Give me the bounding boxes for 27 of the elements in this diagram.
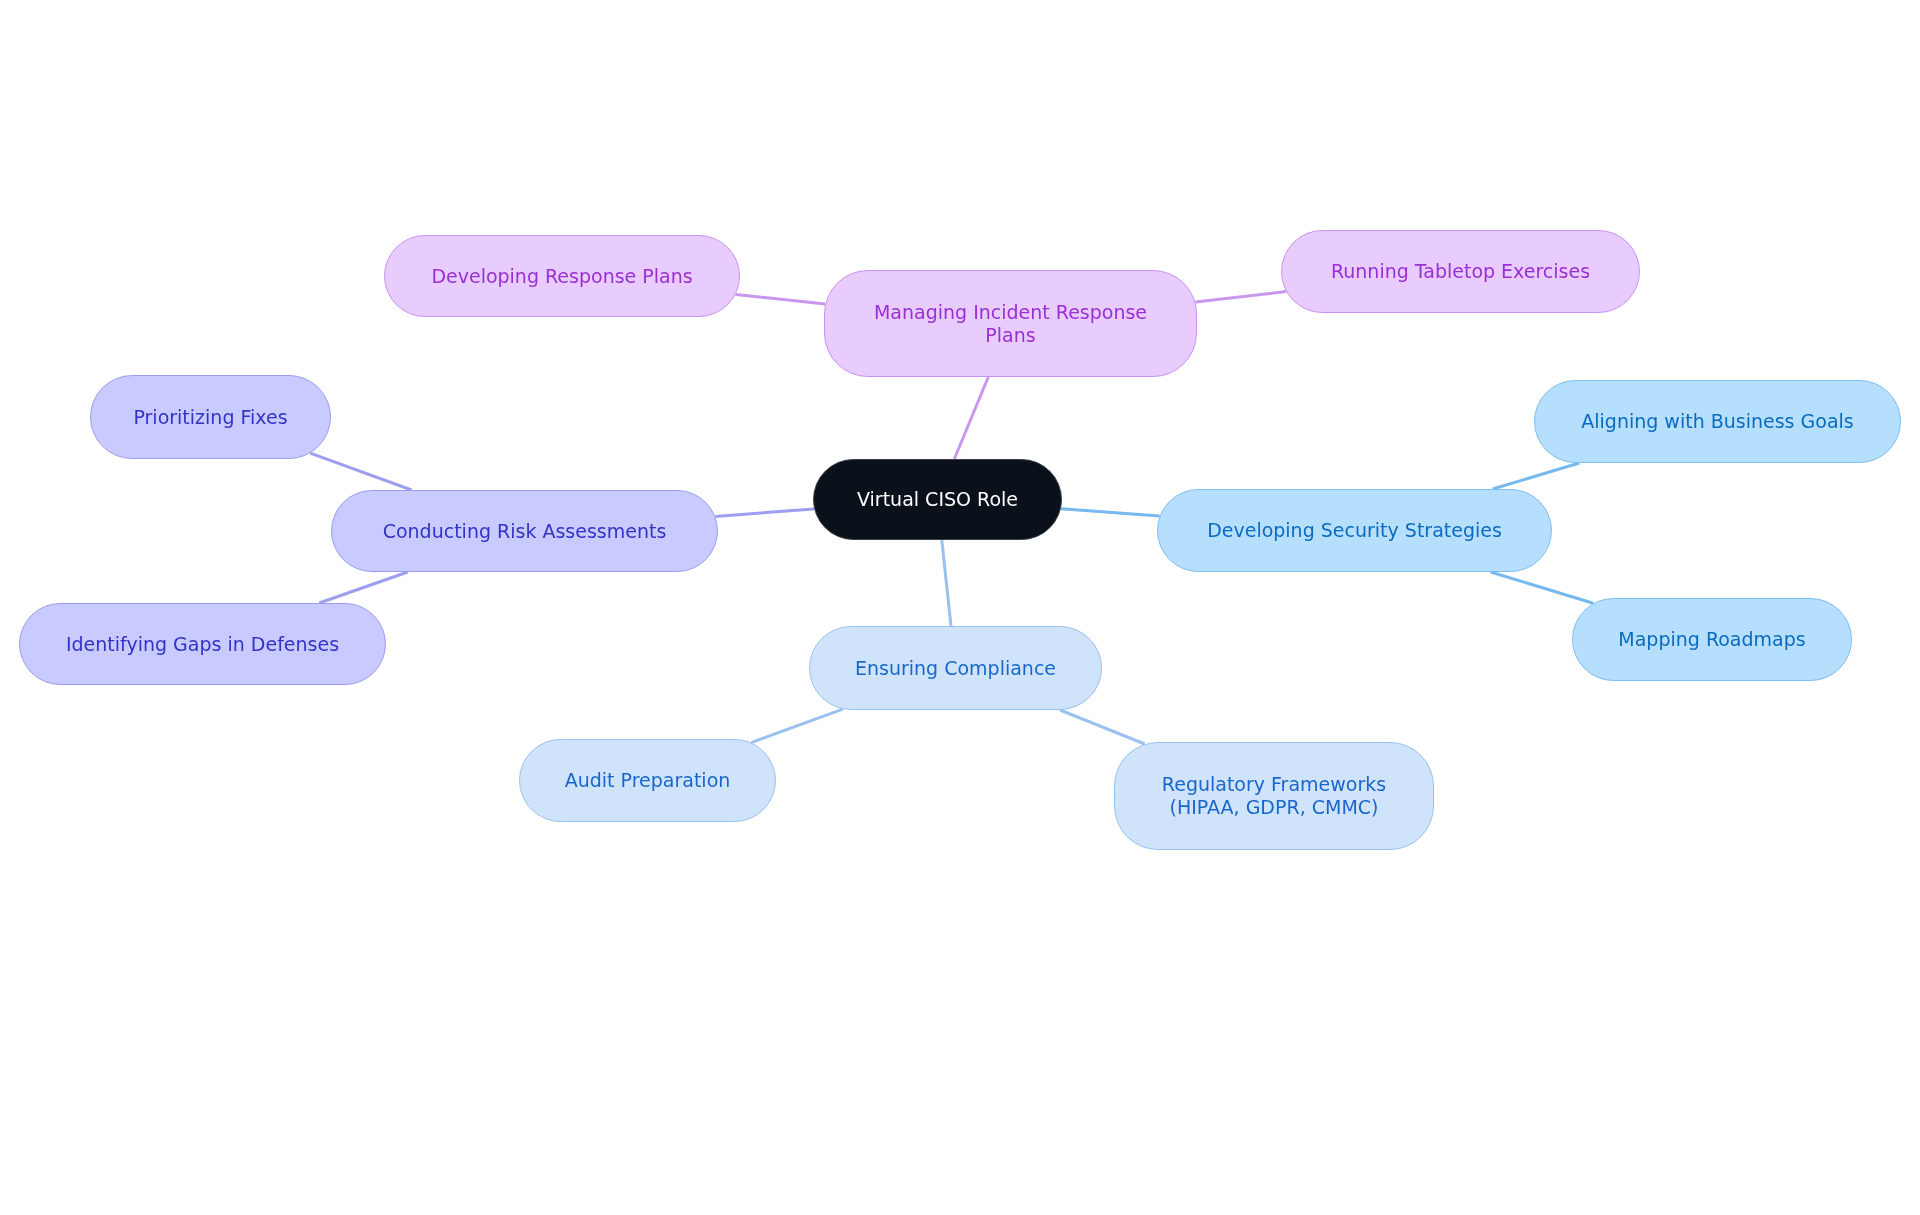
topic-text: Audit Preparation xyxy=(564,769,731,792)
connector-line xyxy=(750,707,844,744)
connector-line xyxy=(1060,507,1160,518)
connector-line xyxy=(309,451,413,492)
connector-line xyxy=(940,539,953,627)
connector-line xyxy=(1059,708,1146,746)
topic-text: Regulatory Frameworks (HIPAA, GDPR, CMMC) xyxy=(1160,773,1388,819)
topic-text: Identifying Gaps in Defenses xyxy=(65,632,340,656)
connector-line xyxy=(715,507,815,518)
topic-text: Mapping Roadmaps xyxy=(1618,628,1806,651)
topic-text: Managing Incident Response Plans xyxy=(872,300,1149,347)
central-topic-text: Virtual CISO Role xyxy=(857,488,1018,511)
connector-line xyxy=(1490,570,1594,605)
connector-line xyxy=(318,570,409,605)
topic-text: Developing Response Plans xyxy=(431,264,693,288)
topic-text: Running Tabletop Exercises xyxy=(1330,260,1591,283)
topic-text: Prioritizing Fixes xyxy=(133,405,288,429)
connector-line xyxy=(1492,461,1580,491)
connector-line xyxy=(1195,290,1287,304)
topic-pill xyxy=(824,270,1197,377)
connector-line xyxy=(735,292,826,306)
topic-pill xyxy=(1114,742,1434,850)
topic-text: Developing Security Strategies xyxy=(1207,519,1502,542)
topic-text: Ensuring Compliance xyxy=(854,656,1057,680)
connector-line xyxy=(952,376,990,460)
topic-text: Conducting Risk Assessments xyxy=(382,519,667,543)
topic-text: Aligning with Business Goals xyxy=(1581,410,1854,433)
